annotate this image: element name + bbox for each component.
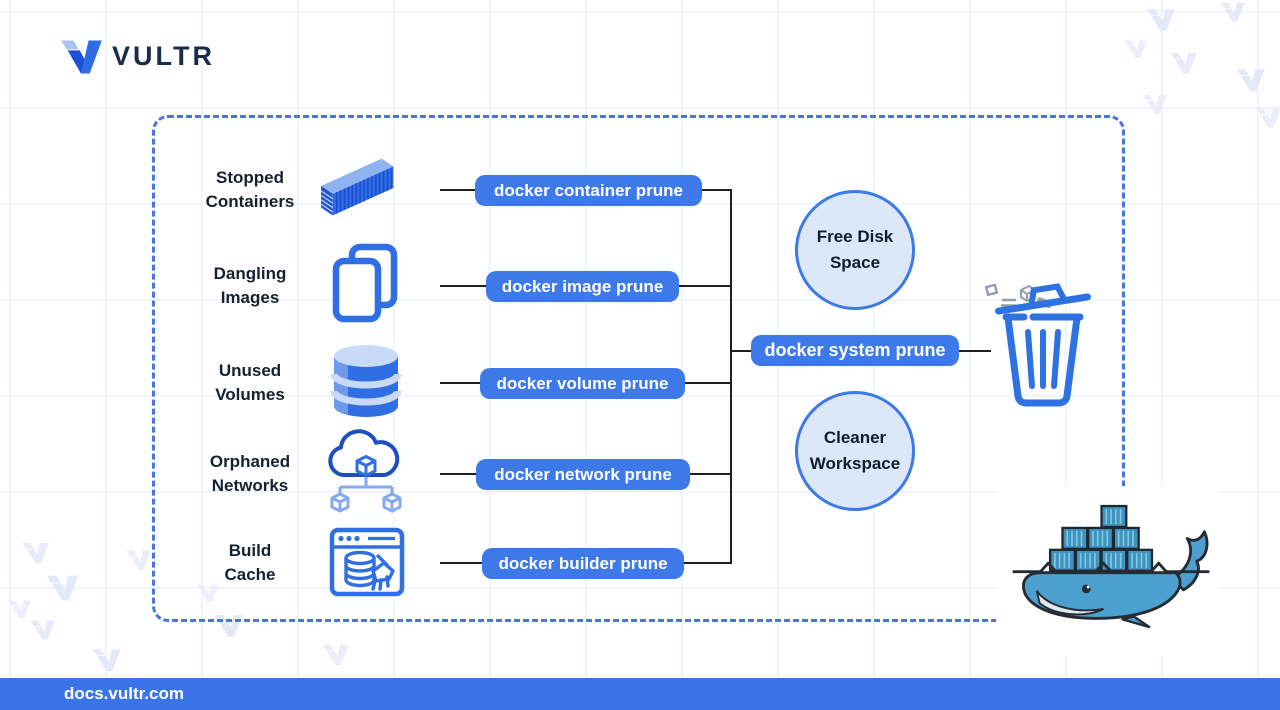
connector-line <box>685 382 731 384</box>
vultr-watermark-icon <box>1256 108 1280 128</box>
connector-line <box>679 285 731 287</box>
footer-bar: docs.vultr.com <box>0 678 1280 710</box>
outcome-circle-free-disk-space: Free Disk Space <box>795 190 915 310</box>
shipping-container-icon <box>320 158 394 216</box>
row-label-stopped-containers: Stopped Containers <box>205 168 295 211</box>
row-label-orphaned-networks: Orphaned Networks <box>209 452 291 495</box>
connector-line <box>440 285 486 287</box>
command-pill-volume-prune: docker volume prune <box>480 368 685 399</box>
stacked-images-icon <box>332 243 398 323</box>
vultr-watermark-icon <box>92 649 121 671</box>
command-pill-builder-prune: docker builder prune <box>482 548 684 579</box>
command-pill-container-prune: docker container prune <box>475 175 702 206</box>
connector-line <box>440 562 482 564</box>
vultr-watermark-icon <box>126 550 151 570</box>
vultr-watermark-icon <box>1170 53 1197 74</box>
vultr-watermark-icon <box>1146 9 1175 31</box>
database-volumes-icon <box>330 345 402 417</box>
vultr-watermark-icon <box>8 600 31 618</box>
footer-url: docs.vultr.com <box>64 684 184 703</box>
diagram-frame <box>152 115 1125 622</box>
vultr-watermark-icon <box>30 620 55 640</box>
connector-line <box>684 562 731 564</box>
vultr-watermark-icon <box>1142 94 1167 114</box>
vultr-watermark-icon <box>1220 2 1245 22</box>
connector-line <box>440 382 480 384</box>
vultr-watermark-icon <box>1236 69 1265 91</box>
connector-line <box>702 189 731 191</box>
connector-line <box>690 473 731 475</box>
vultr-watermark-icon <box>322 645 349 666</box>
connector-line <box>440 473 476 475</box>
connector-trunk-line <box>730 189 732 564</box>
trash-can-icon <box>984 283 1091 407</box>
vultr-watermark-icon <box>22 543 49 564</box>
vultr-logo-icon <box>61 40 102 74</box>
command-pill-system-prune: docker system prune <box>751 335 959 366</box>
brand-wordmark: VULTR <box>112 41 215 71</box>
vultr-watermark-icon <box>1124 40 1147 58</box>
connector-line <box>959 350 991 352</box>
row-label-build-cache: Build Cache <box>224 541 276 584</box>
cloud-network-icon <box>328 429 402 513</box>
row-label-dangling-images: Dangling Images <box>213 264 287 307</box>
command-pill-image-prune: docker image prune <box>486 271 679 302</box>
command-pill-network-prune: docker network prune <box>476 459 690 490</box>
connector-line <box>440 189 475 191</box>
row-label-unused-volumes: Unused Volumes <box>215 361 285 404</box>
vultr-watermark-icon <box>46 575 79 601</box>
connector-line <box>730 350 751 352</box>
docker-whale-icon <box>1012 504 1210 629</box>
build-cache-icon <box>329 527 405 597</box>
vultr-watermark-icon <box>196 584 219 602</box>
outcome-circle-cleaner-workspace: Cleaner Workspace <box>795 391 915 511</box>
